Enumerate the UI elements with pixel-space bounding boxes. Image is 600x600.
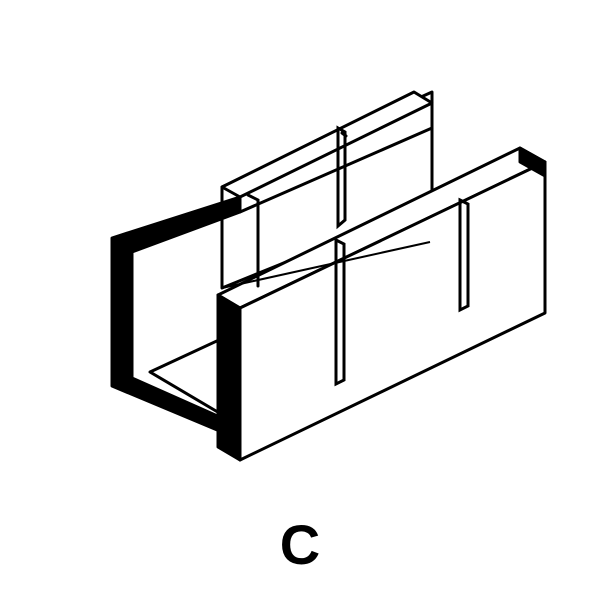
saw-slot-front-right (458, 197, 470, 313)
channel-inner-edge (238, 126, 434, 214)
saw-slot-back-right (340, 131, 348, 138)
left-end-section (110, 195, 242, 434)
saw-slot-back-angled (246, 193, 260, 288)
front-wall-end (216, 293, 242, 462)
figure-label: C (279, 513, 321, 576)
back-floor-seam (221, 241, 431, 289)
floor-seam (149, 371, 239, 425)
saw-slot-back-left (336, 125, 347, 230)
back-wall-top (220, 90, 434, 199)
front-wall-right-end (518, 146, 547, 178)
saw-slot-front-center (334, 237, 346, 387)
